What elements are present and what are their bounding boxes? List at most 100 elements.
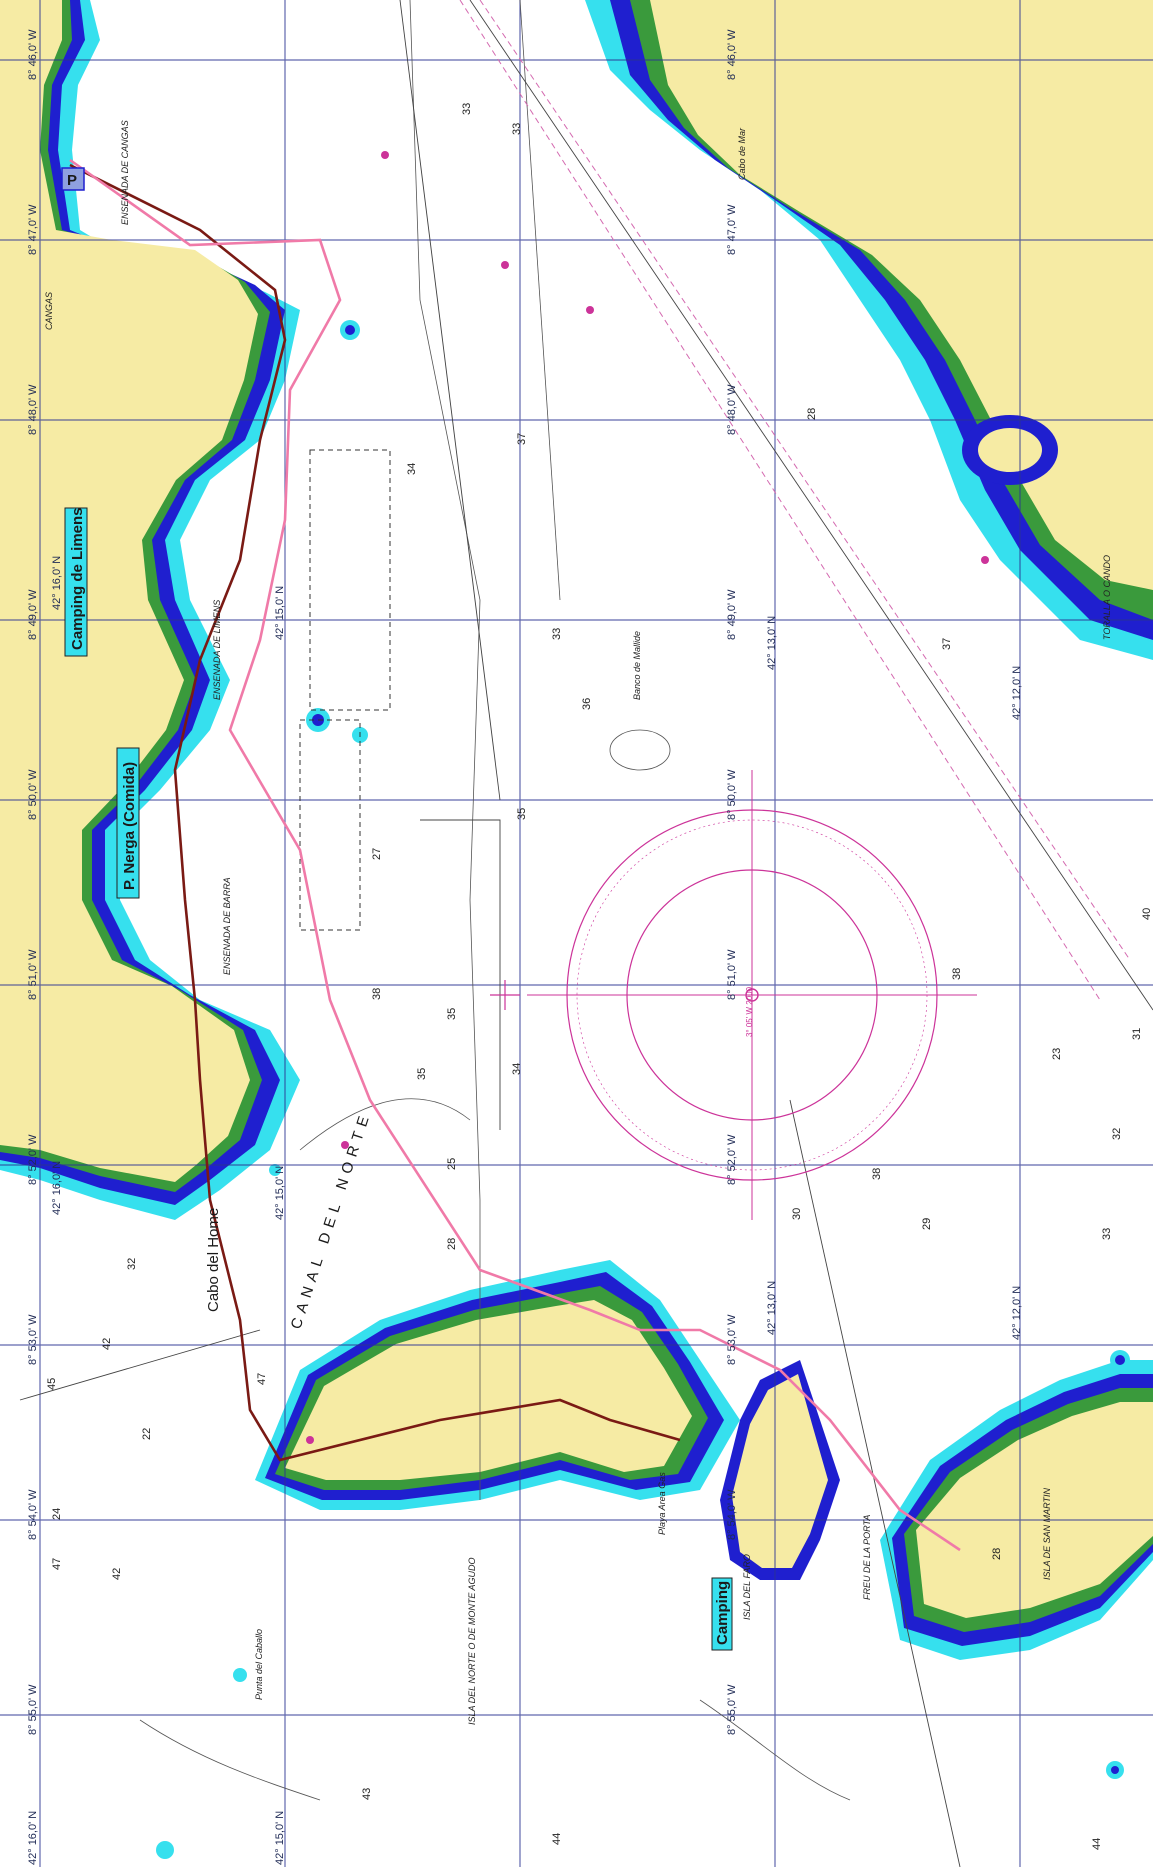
svg-text:Playa Area Gas: Playa Area Gas [657, 1472, 667, 1535]
svg-text:44: 44 [1091, 1838, 1103, 1850]
svg-text:42° 16,0' N: 42° 16,0' N [51, 556, 63, 610]
parking-icon: P [61, 167, 85, 191]
svg-text:47: 47 [256, 1373, 268, 1385]
svg-text:42° 16,0' N: 42° 16,0' N [27, 1811, 39, 1865]
svg-text:28: 28 [991, 1548, 1003, 1560]
svg-text:8° 54,0' W: 8° 54,0' W [726, 1489, 738, 1540]
svg-text:31: 31 [1131, 1028, 1143, 1040]
badge-camping: Camping [711, 1577, 733, 1651]
svg-text:42° 12,0' N: 42° 12,0' N [1011, 1286, 1023, 1340]
svg-text:42: 42 [101, 1338, 113, 1350]
svg-text:8° 52,0' W: 8° 52,0' W [27, 1134, 39, 1185]
svg-text:42: 42 [111, 1568, 123, 1580]
compass-variation: 3° 05' W 2000 [745, 986, 754, 1037]
svg-text:Camping de Limens: Camping de Limens [69, 507, 86, 650]
svg-text:8° 50,0' W: 8° 50,0' W [726, 769, 738, 820]
svg-text:34: 34 [511, 1063, 523, 1075]
svg-text:22: 22 [141, 1428, 153, 1440]
crossing-marker [490, 980, 520, 1010]
traffic-lanes [459, 0, 1131, 1001]
svg-text:42° 16,0' N: 42° 16,0' N [51, 1161, 63, 1215]
svg-text:32: 32 [126, 1258, 138, 1270]
svg-text:27: 27 [371, 848, 383, 860]
svg-text:43: 43 [361, 1788, 373, 1800]
svg-text:Cabo del Home: Cabo del Home [205, 1208, 222, 1312]
depth-contours [139, 0, 851, 1801]
svg-text:8° 53,0' W: 8° 53,0' W [27, 1314, 39, 1365]
svg-text:44: 44 [551, 1833, 563, 1845]
svg-text:35: 35 [516, 808, 528, 820]
svg-text:8° 55,0' W: 8° 55,0' W [27, 1684, 39, 1735]
svg-text:8° 47,0' W: 8° 47,0' W [27, 204, 39, 255]
beacon-markers [306, 151, 989, 1444]
svg-text:23: 23 [1051, 1048, 1063, 1060]
svg-text:38: 38 [371, 988, 383, 1000]
svg-text:Punta del Caballo: Punta del Caballo [254, 1629, 264, 1700]
svg-text:42° 13,0' N: 42° 13,0' N [766, 616, 778, 670]
svg-text:40: 40 [1141, 908, 1153, 920]
svg-text:45: 45 [46, 1378, 58, 1390]
svg-text:8° 48,0' W: 8° 48,0' W [27, 384, 39, 435]
svg-text:28: 28 [806, 408, 818, 420]
svg-text:42° 15,0' N: 42° 15,0' N [274, 1166, 286, 1220]
left-mainland [0, 0, 300, 1220]
svg-text:24: 24 [51, 1508, 63, 1520]
svg-text:Banco de Mallide: Banco de Mallide [632, 631, 642, 700]
svg-text:34: 34 [406, 463, 418, 475]
badge-nerga: P. Nerga (Comida) [116, 747, 140, 899]
svg-text:8° 46,0' W: 8° 46,0' W [726, 29, 738, 80]
svg-text:33: 33 [1101, 1228, 1113, 1240]
svg-text:42° 13,0' N: 42° 13,0' N [766, 1281, 778, 1335]
leading-lines [19, 0, 1153, 1867]
svg-text:33: 33 [511, 123, 523, 135]
svg-text:42° 15,0' N: 42° 15,0' N [274, 1811, 286, 1865]
svg-text:8° 46,0' W: 8° 46,0' W [27, 29, 39, 80]
svg-text:37: 37 [941, 638, 953, 650]
svg-text:ISLA DE SAN MARTIN: ISLA DE SAN MARTIN [1042, 1487, 1052, 1580]
svg-text:25: 25 [446, 1158, 458, 1170]
meridian-labels: 8° 46,0' W 8° 47,0' W 8° 48,0' W 8° 49,0… [27, 29, 738, 1735]
svg-text:28: 28 [446, 1238, 458, 1250]
svg-text:CANGAS: CANGAS [44, 292, 54, 330]
svg-text:8° 49,0' W: 8° 49,0' W [726, 589, 738, 640]
svg-text:38: 38 [871, 1168, 883, 1180]
svg-text:P: P [67, 172, 77, 189]
svg-text:36: 36 [581, 698, 593, 710]
svg-text:8° 55,0' W: 8° 55,0' W [726, 1684, 738, 1735]
svg-text:8° 51,0' W: 8° 51,0' W [27, 949, 39, 1000]
depth-soundings: 33 33 34 37 33 35 35 34 25 36 28 37 38 2… [46, 103, 1153, 1850]
svg-text:29: 29 [921, 1218, 933, 1230]
svg-text:30: 30 [791, 1208, 803, 1220]
svg-text:ISLA DEL NORTE O DE MONTE AGUD: ISLA DEL NORTE O DE MONTE AGUDO [467, 1557, 477, 1725]
svg-text:ENSENADA DE CANGAS: ENSENADA DE CANGAS [120, 120, 130, 225]
svg-text:33: 33 [461, 103, 473, 115]
svg-text:Cabo de Mar: Cabo de Mar [737, 127, 747, 180]
parallel-labels: 42° 16,0' N 42° 16,0' N 42° 15,0' N 42° … [27, 556, 1023, 1865]
svg-text:ENSENADA DE LIMENS: ENSENADA DE LIMENS [212, 600, 222, 700]
route-pink [69, 158, 961, 1552]
svg-text:8° 50,0' W: 8° 50,0' W [27, 769, 39, 820]
svg-text:ISLA DEL FARO: ISLA DEL FARO [742, 1554, 752, 1620]
svg-text:42° 15,0' N: 42° 15,0' N [274, 586, 286, 640]
svg-text:35: 35 [446, 1008, 458, 1020]
svg-text:Camping: Camping [714, 1581, 731, 1645]
svg-text:47: 47 [51, 1558, 63, 1570]
svg-text:33: 33 [551, 628, 563, 640]
svg-text:38: 38 [951, 968, 963, 980]
svg-text:37: 37 [516, 433, 528, 445]
isla-san-martin [880, 1360, 1153, 1660]
svg-text:35: 35 [416, 1068, 428, 1080]
right-mainland [585, 0, 1153, 660]
compass-rose [527, 770, 977, 1220]
svg-text:FREU DE LA PORTA: FREU DE LA PORTA [862, 1515, 872, 1600]
route-dark [69, 163, 681, 1462]
svg-text:P. Nerga (Comida): P. Nerga (Comida) [121, 762, 138, 890]
svg-text:8° 52,0' W: 8° 52,0' W [726, 1134, 738, 1185]
badge-camping-limens: Camping de Limens [64, 507, 88, 657]
svg-text:8° 49,0' W: 8° 49,0' W [27, 589, 39, 640]
svg-text:8° 51,0' W: 8° 51,0' W [726, 949, 738, 1000]
svg-text:TORALLA O CANDO: TORALLA O CANDO [1102, 555, 1112, 640]
svg-text:8° 48,0' W: 8° 48,0' W [726, 384, 738, 435]
